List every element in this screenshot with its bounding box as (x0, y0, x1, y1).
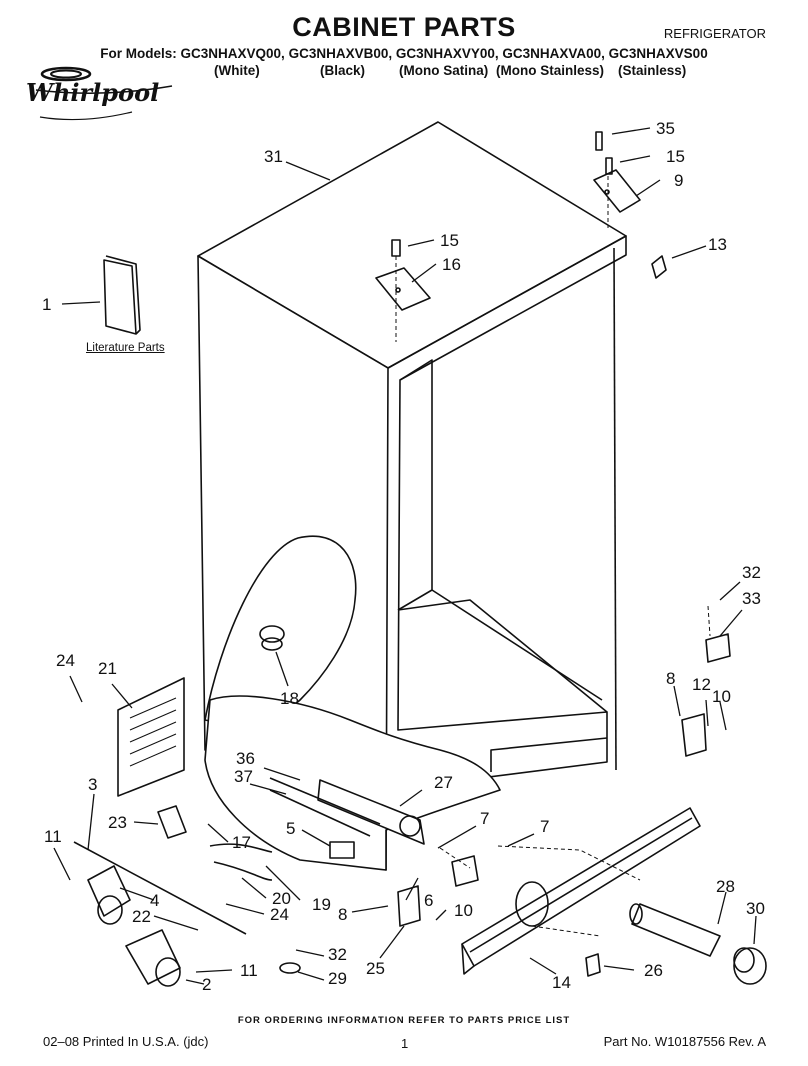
callout-10a: 10 (712, 687, 731, 706)
callout-11b: 11 (240, 961, 258, 980)
callout-25: 25 (366, 959, 385, 978)
callout-28: 28 (716, 877, 735, 896)
part-number: Part No. W10187556 Rev. A (603, 1034, 766, 1049)
category-label: REFRIGERATOR (663, 26, 766, 41)
callout-36: 36 (236, 749, 255, 768)
finish-mono-satina: (Mono Satina) (399, 63, 489, 78)
finish-mono-stainless: (Mono Stainless) (496, 63, 605, 78)
callout-11a: 11 (44, 827, 62, 846)
callout-30: 30 (746, 899, 765, 918)
finish-white: (White) (214, 63, 260, 78)
callout-4: 4 (150, 891, 160, 910)
print-info: 02–08 Printed In U.S.A. (jdc) (43, 1034, 209, 1049)
callout-13: 13 (708, 235, 727, 254)
callout-15b: 15 (440, 231, 459, 250)
callout-9: 9 (674, 171, 684, 190)
callout-20: 20 (272, 889, 291, 908)
literature-parts-label: Literature Parts (86, 342, 165, 354)
callout-27: 27 (434, 773, 453, 792)
callout-14: 14 (552, 973, 571, 992)
callout-8b: 8 (338, 905, 348, 924)
callout-24b: 24 (270, 905, 289, 924)
callout-1: 1 (42, 295, 52, 314)
callout-12: 12 (692, 675, 711, 694)
callout-7a: 7 (480, 809, 490, 828)
ordering-note: FOR ORDERING INFORMATION REFER TO PARTS … (237, 1015, 571, 1026)
callout-23: 23 (108, 813, 127, 832)
callout-6: 6 (424, 891, 434, 910)
callout-24a: 24 (56, 651, 75, 670)
callout-16: 16 (442, 255, 461, 274)
brand-wordmark: Whirlpool (26, 78, 160, 107)
models-line: For Models: GC3NHAXVQ00, GC3NHAXVB00, GC… (100, 46, 708, 61)
callout-22: 22 (132, 907, 151, 926)
page-number: 1 (401, 1036, 409, 1051)
callout-18: 18 (280, 689, 299, 708)
callout-33: 33 (742, 589, 761, 608)
callout-10b: 10 (454, 901, 473, 920)
callout-19: 19 (312, 895, 331, 914)
callout-17: 17 (232, 833, 251, 852)
finish-row: (White) (Black) (Mono Satina) (Mono Stai… (0, 63, 808, 81)
callout-3: 3 (88, 775, 98, 794)
callout-5: 5 (286, 819, 296, 838)
callout-35: 35 (656, 119, 675, 138)
finish-stainless: (Stainless) (618, 63, 687, 78)
finish-black: (Black) (320, 63, 366, 78)
callout-29: 29 (328, 969, 347, 988)
callout-8a: 8 (666, 669, 676, 688)
page-title: CABINET PARTS (292, 12, 516, 42)
whirlpool-logo (35, 66, 173, 121)
callout-31: 31 (264, 147, 283, 166)
callout-2: 2 (202, 975, 212, 994)
callout-7b: 7 (540, 817, 550, 836)
callout-15a: 15 (666, 147, 685, 166)
callout-32a: 32 (742, 563, 761, 582)
callout-26: 26 (644, 961, 663, 980)
callout-21: 21 (98, 659, 117, 678)
callout-37: 37 (234, 767, 253, 786)
callout-32b: 32 (328, 945, 347, 964)
